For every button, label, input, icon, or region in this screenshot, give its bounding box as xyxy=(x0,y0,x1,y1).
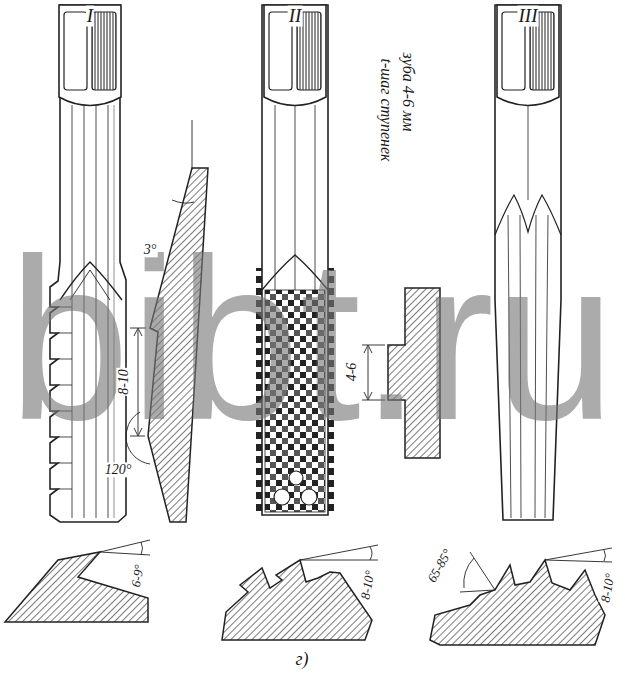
length-dimension: 8-10 xyxy=(116,368,131,396)
angle-dimension: 6-9° xyxy=(129,563,147,590)
tool-number: III xyxy=(518,6,539,27)
cross-sections xyxy=(5,540,612,645)
figure-letter: г) xyxy=(294,650,309,670)
angle-dimension: 65-85° xyxy=(424,546,455,586)
tool-number: II xyxy=(288,6,303,27)
length-dimension: 4-6 xyxy=(344,362,359,383)
angle-dimension: 8-10° xyxy=(598,571,617,604)
tool-number: I xyxy=(86,6,94,27)
angle-dimension: 3° xyxy=(143,242,158,257)
angle-dimension: 120° xyxy=(104,462,133,477)
note-text: t-шаг ступенек xyxy=(377,57,395,162)
note-text: зуба 4-6 мм xyxy=(399,51,417,132)
watermark: bibt.ru xyxy=(8,225,615,455)
angle-dimension: 8-10° xyxy=(358,568,377,601)
